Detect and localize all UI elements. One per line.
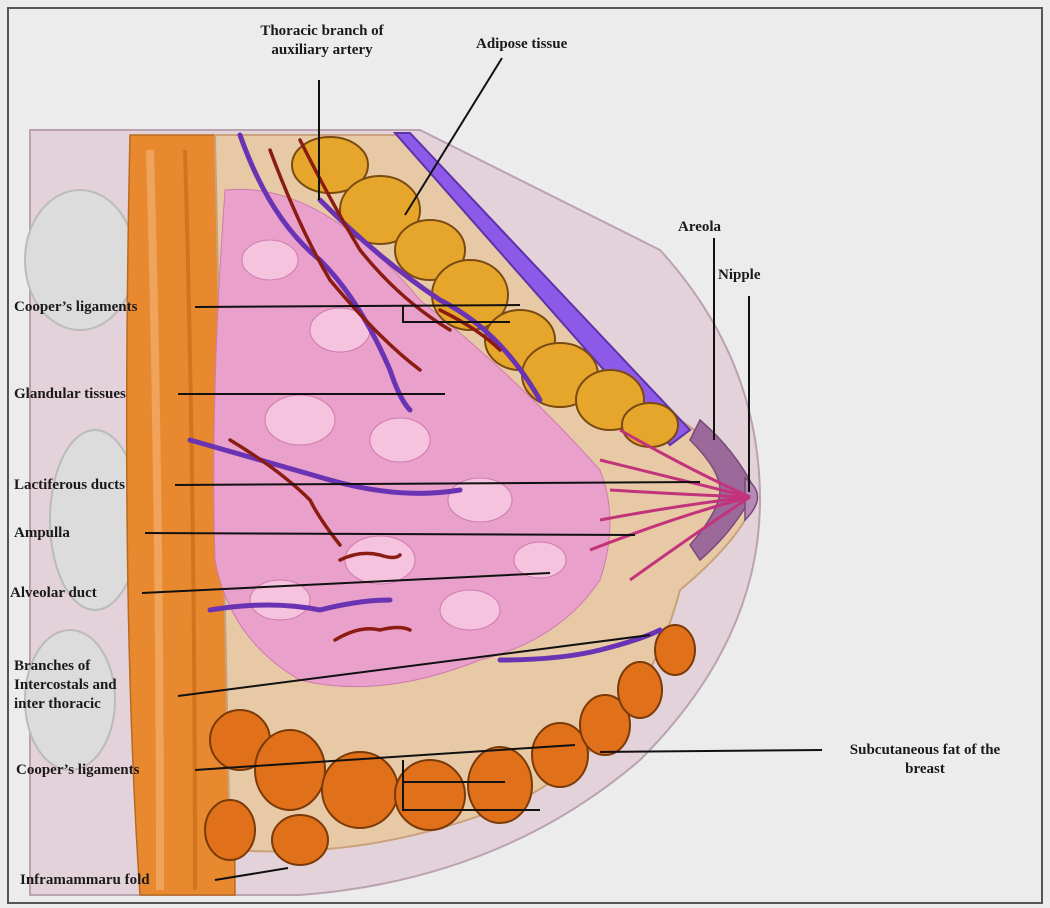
label-glandular-tissues: Glandular tissues (14, 385, 126, 404)
label-alveolar-duct: Alveolar duct (10, 584, 97, 603)
label-lactiferous-ducts: Lactiferous ducts (14, 476, 125, 495)
label-adipose-tissue: Adipose tissue (476, 35, 567, 54)
label-nipple: Nipple (718, 266, 761, 285)
label-ampulla: Ampulla (14, 524, 70, 543)
label-branches-intercostals: Branches of Intercostals and inter thora… (14, 657, 117, 714)
label-subcutaneous-fat: Subcutaneous fat of the breast (820, 741, 1030, 779)
label-coopers-ligaments-top: Cooper’s ligaments (14, 298, 137, 317)
label-thoracic-branch: Thoracic branch of auxiliary artery (222, 22, 422, 60)
label-coopers-ligaments-bottom: Cooper’s ligaments (16, 761, 139, 780)
label-areola: Areola (678, 218, 721, 237)
label-inframammary-fold: Inframammaru fold (20, 871, 150, 890)
